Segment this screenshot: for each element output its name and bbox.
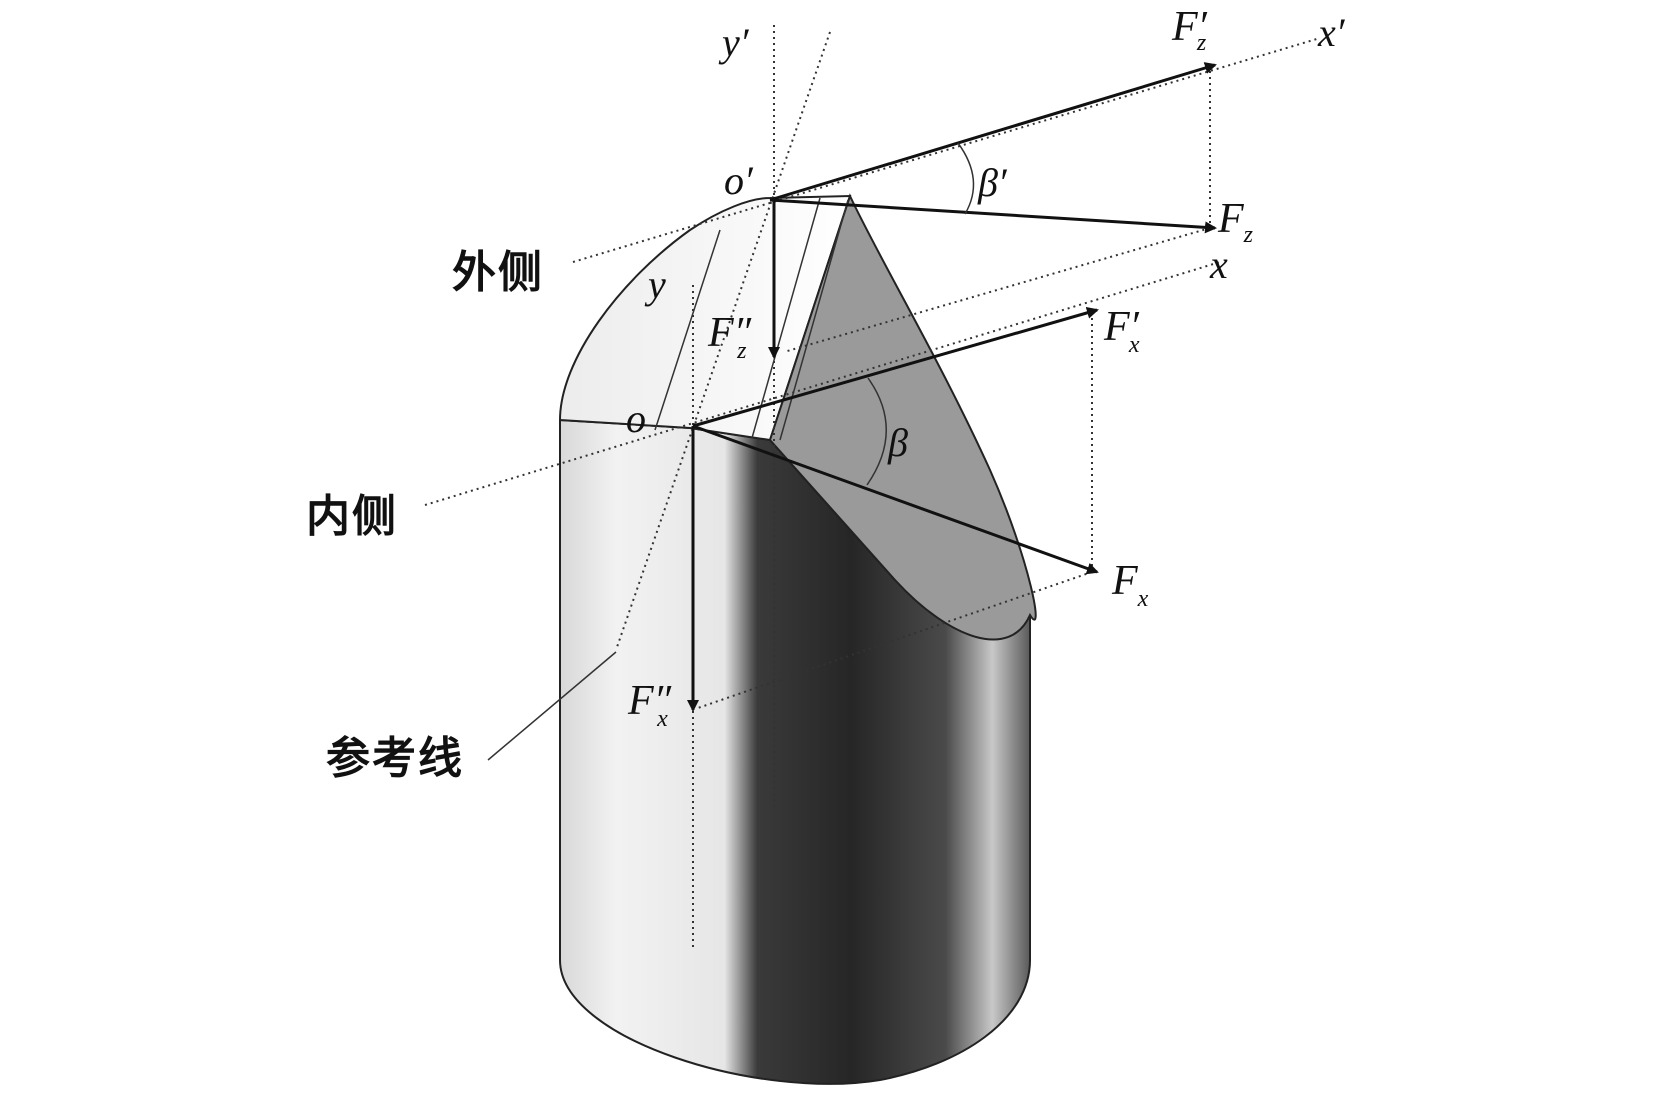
reference-line — [615, 31, 831, 651]
label-Fx: Fx — [1111, 558, 1149, 612]
label-beta-prime: β′ — [977, 160, 1008, 205]
beta-arc — [866, 377, 887, 486]
x-axis-dotted — [424, 261, 1221, 506]
label-Fz-double-prime: F″z — [707, 310, 752, 364]
edge-line-2 — [751, 197, 821, 439]
label-o-prime: o′ — [724, 158, 754, 203]
arrow-Fz — [769, 198, 1217, 234]
outer-side-label: 外侧 — [452, 247, 544, 298]
x-prime-axis-dotted — [572, 37, 1321, 263]
arrow-Fx — [692, 424, 1099, 575]
label-Fz: Fz — [1217, 196, 1254, 248]
arrow-Fx-prime — [692, 306, 1099, 428]
label-Fz-prime: F′z — [1171, 4, 1208, 56]
reference-leader — [487, 651, 617, 761]
cut-face — [768, 193, 1037, 641]
label-x-prime: x′ — [1317, 10, 1346, 55]
tool-top-surface — [558, 194, 852, 442]
label-x: x — [1209, 242, 1228, 287]
arrow-Fz-prime — [769, 62, 1217, 202]
label-y-prime: y′ — [718, 20, 750, 65]
inner-side-label: 内侧 — [306, 491, 398, 542]
edge-line-3 — [779, 199, 849, 441]
label-Fx-double-prime: F″x — [627, 678, 672, 732]
label-Fx-prime: F′x — [1103, 304, 1140, 358]
reference-line-label: 参考线 — [326, 733, 464, 784]
edge-line-1 — [654, 229, 721, 431]
label-o: o — [626, 396, 646, 441]
label-beta: β — [887, 420, 908, 465]
label-y: y — [644, 262, 666, 307]
beta-prime-arc — [957, 142, 975, 215]
proj-fz-diag — [783, 227, 1211, 353]
